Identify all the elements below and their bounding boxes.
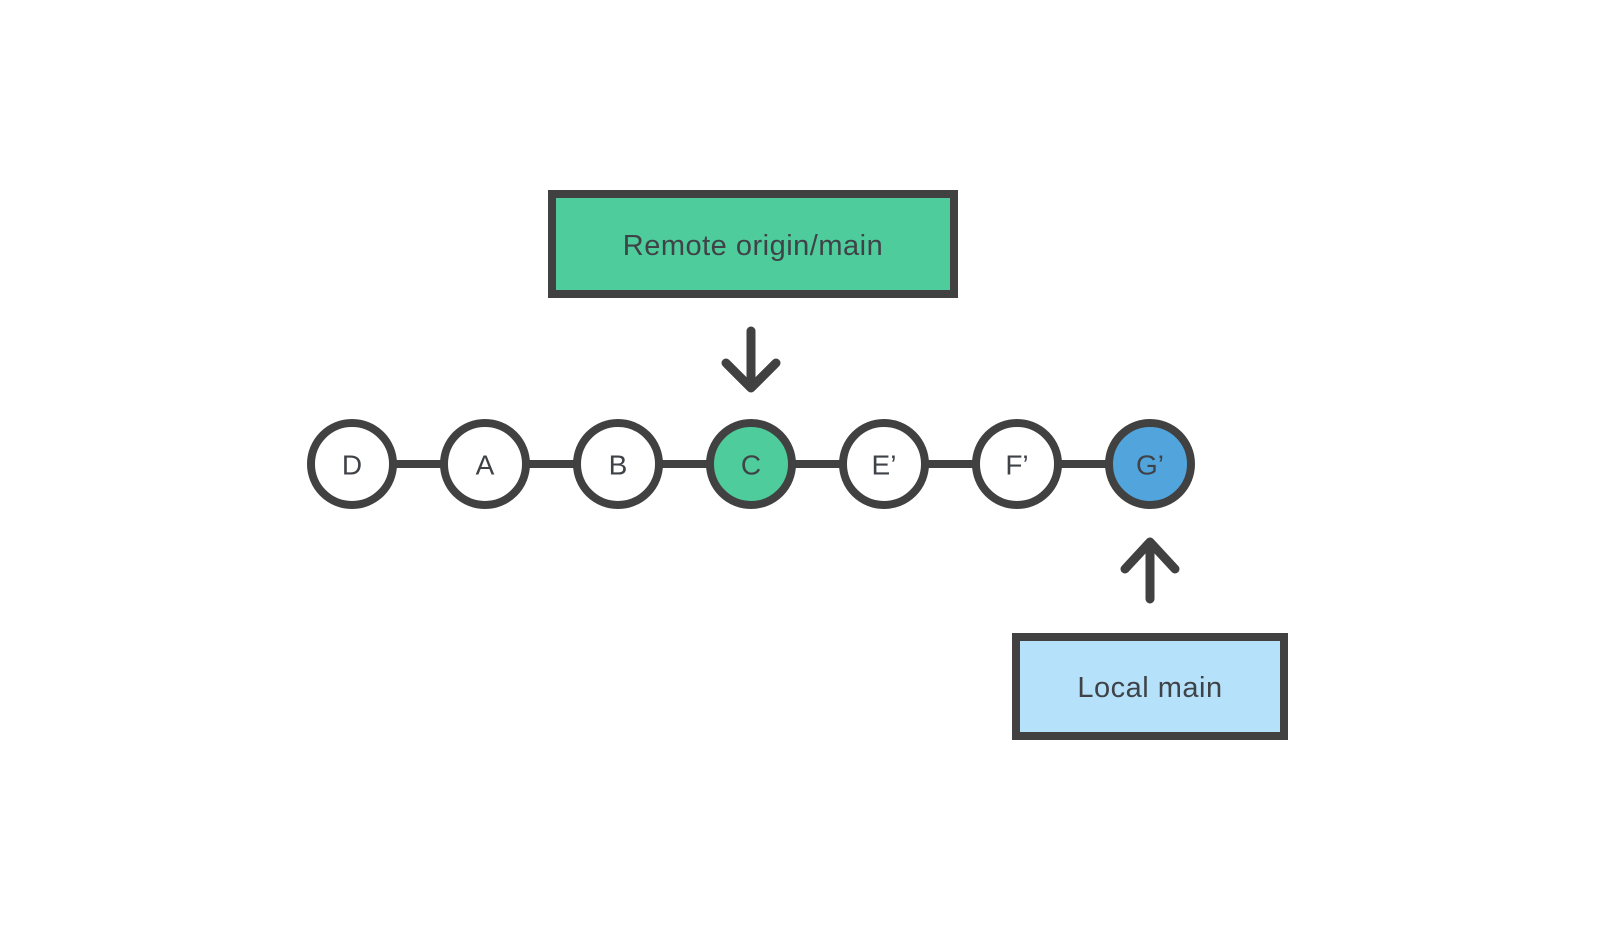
local-branch-box: Local main (1012, 633, 1288, 740)
commit-circle (706, 419, 796, 509)
commit-label: F’ (1005, 450, 1028, 481)
commit-circle (839, 419, 929, 509)
commit-circle (972, 419, 1062, 509)
arrow-up-icon (1120, 537, 1180, 604)
commit-label: C (741, 450, 761, 481)
remote-branch-box: Remote origin/main (548, 190, 958, 298)
remote-branch-box-rect (548, 190, 958, 298)
commit-circle (573, 419, 663, 509)
commit-circle (1105, 419, 1195, 509)
commit-node-G-prime: G’ (1105, 419, 1195, 509)
commit-node-C: C (706, 419, 796, 509)
commit-label: A (476, 450, 495, 481)
commit-node-D: D (307, 419, 397, 509)
remote-branch-label: Remote origin/main (623, 230, 883, 262)
commit-circle (307, 419, 397, 509)
local-branch-box-rect (1012, 633, 1288, 740)
commit-circle (440, 419, 530, 509)
commit-label: D (342, 450, 362, 481)
commit-node-A: A (440, 419, 530, 509)
commit-label: E’ (872, 450, 897, 481)
commit-node-E-prime: E’ (839, 419, 929, 509)
local-branch-label: Local main (1077, 672, 1222, 704)
commit-node-F-prime: F’ (972, 419, 1062, 509)
commit-label: B (609, 450, 628, 481)
arrow-down-icon (721, 326, 781, 393)
commit-node-B: B (573, 419, 663, 509)
commit-label: G’ (1136, 450, 1164, 481)
